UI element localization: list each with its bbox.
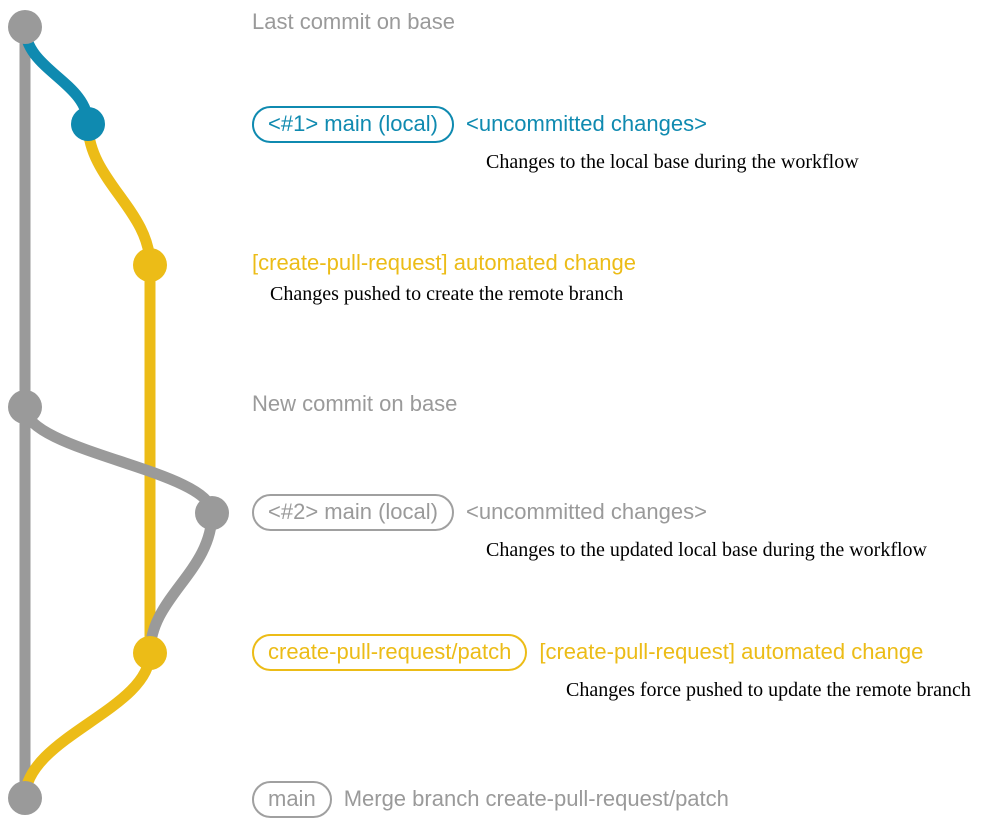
- commit-node[interactable]: [8, 390, 42, 424]
- commit-edge: [82, 118, 156, 271]
- commit-nodes: [8, 10, 229, 815]
- commit-edge: [144, 507, 218, 659]
- commit-row: <#1> main (local) <uncommitted changes> Ch…: [252, 106, 859, 174]
- branch-ref-pill[interactable]: main: [252, 781, 332, 818]
- commit-row-main: Last commit on base: [252, 9, 455, 34]
- commit-edge: [19, 647, 156, 804]
- branch-ref-pill[interactable]: <#1> main (local): [252, 106, 454, 143]
- commit-row-main: [create-pull-request] automated change: [252, 250, 637, 275]
- commit-row: <#2> main (local) <uncommitted changes> Ch…: [252, 494, 927, 562]
- branch-ref-pill[interactable]: create-pull-request/patch: [252, 634, 528, 671]
- commit-subject: <uncommitted changes>: [465, 111, 707, 137]
- commit-node[interactable]: [195, 496, 229, 530]
- commit-row: create-pull-request/patch [create-pull-re…: [252, 634, 971, 702]
- commit-node[interactable]: [71, 107, 105, 141]
- commit-note: Changes to the updated local base during…: [486, 539, 927, 561]
- branch-ref-pill[interactable]: <#2> main (local): [252, 494, 454, 531]
- commit-row-main: main Merge branch create-pull-request/pat…: [252, 781, 729, 818]
- commit-note: Changes force pushed to update the remot…: [566, 679, 971, 701]
- commit-row-main: <#1> main (local) <uncommitted changes>: [252, 106, 707, 143]
- commit-node[interactable]: [8, 10, 42, 44]
- commit-row: Last commit on base: [252, 9, 455, 34]
- commit-row-main: create-pull-request/patch [create-pull-re…: [252, 634, 923, 671]
- commit-note: Changes pushed to create the remote bran…: [270, 283, 624, 306]
- commit-node[interactable]: [133, 636, 167, 670]
- commit-edge: [19, 401, 218, 519]
- commit-subject: [create-pull-request] automated change: [252, 250, 637, 275]
- commit-row-main: New commit on base: [252, 391, 458, 416]
- commit-node[interactable]: [133, 248, 167, 282]
- commit-row: New commit on base: [252, 391, 458, 416]
- commit-row: main Merge branch create-pull-request/pat…: [252, 781, 729, 818]
- commit-subject: New commit on base: [252, 391, 458, 416]
- commit-subject: Merge branch create-pull-request/patch: [343, 786, 729, 812]
- commit-subject: Last commit on base: [252, 9, 455, 34]
- commit-node[interactable]: [8, 781, 42, 815]
- commit-subject: [create-pull-request] automated change: [539, 639, 924, 665]
- commit-subject: <uncommitted changes>: [465, 499, 707, 525]
- commit-note: Changes to the local base during the wor…: [486, 151, 859, 173]
- commit-row-main: <#2> main (local) <uncommitted changes>: [252, 494, 707, 531]
